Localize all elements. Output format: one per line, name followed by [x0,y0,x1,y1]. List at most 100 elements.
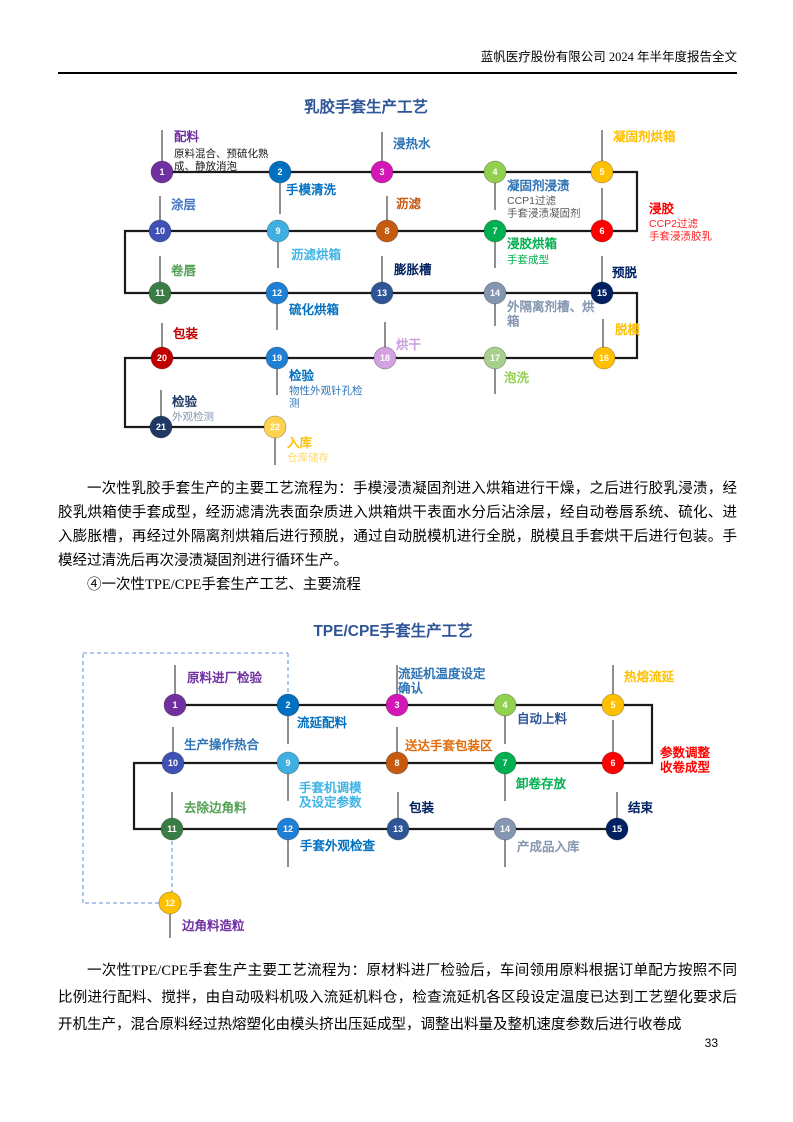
flow-step-label: 入库 [287,435,313,450]
flow-node-number: 11 [167,824,177,834]
flow-node-number: 12 [283,824,293,834]
flow-node [493,751,517,775]
flow-step-label: 膨胀槽 [393,262,432,277]
flow-step-sublabel: 成、静放消泡 [174,160,237,173]
flow-step-sublabel: 物性外观针孔检 [289,384,363,397]
flow-step-label: 送达手套包装区 [404,738,493,753]
flow-node [150,346,174,370]
flow-node-number: 6 [599,226,604,236]
report-header-text: 蓝帆医疗股份有限公司 2024 年半年度报告全文 [480,50,737,64]
flow-node-number: 19 [272,353,282,363]
flow-step-label: 手模清洗 [286,182,337,197]
flow-node-number: 2 [277,167,282,177]
flow-node [493,693,517,717]
flow-step-label: 热熔流延 [624,669,675,684]
flow-node [163,693,187,717]
flow-node-number: 5 [599,167,604,177]
flow-step-label: 边角料造粒 [181,918,245,933]
flow-node [148,219,172,243]
flow-step-label: 手套外观检查 [300,838,376,853]
report-header: 蓝帆医疗股份有限公司 2024 年半年度报告全文 [58,46,737,74]
flow-node [493,817,517,841]
flow-step-label: 原料进厂检验 [187,670,263,685]
tpe-section-heading: ④一次性TPE/CPE手套生产工艺、主要流程 [87,577,361,593]
flow-node [385,693,409,717]
flow-node-number: 1 [159,167,164,177]
flow-step-sublabel: CCP2过滤 [649,217,699,230]
flow-node-number: 7 [502,758,507,768]
flow-node [483,346,507,370]
flow-step-label: 及设定参数 [299,795,362,810]
flow-step-label: 确认 [398,681,424,696]
flow-node-number: 11 [155,288,165,298]
flow-node [601,751,625,775]
flow-node [150,160,174,184]
flow-node-number: 17 [490,353,500,363]
flow-step-label: 参数调整 [660,745,711,760]
flow-step-label: 凝固剂烘箱 [613,129,676,144]
flow-node-number: 15 [612,824,622,834]
flow-step-label: 烘干 [396,337,422,352]
flow-node-number: 12 [272,288,282,298]
flow-node-number: 2 [285,700,290,710]
tpe-cpe-flowchart: TPE/CPE手套生产工艺1原料进厂检验2流延配料3流延机温度设定确认4自动上料… [82,621,711,938]
flow-step-label: 凝固剂浸渍 [507,178,570,193]
flow-node-number: 5 [610,700,615,710]
flow-node-number: 8 [384,226,389,236]
flow-node [373,346,397,370]
flow-step-label: 配料 [174,129,200,144]
flow-step-label: 检验 [172,394,198,409]
flow-node [590,219,614,243]
flow-step-sublabel: CCP1过滤 [507,194,557,207]
flow-node [483,219,507,243]
flow-node [263,415,287,439]
flow-node [158,891,182,915]
flow-step-label: 生产操作热合 [184,737,260,752]
flow-step-sublabel: 外观检测 [172,410,214,423]
flow-step-label: 包装 [408,800,435,815]
tpe-process-paragraph: 一次性TPE/CPE手套生产主要工艺流程为：原材料进厂检验后，车间领用原料根据订… [58,963,737,1033]
flow-step-label: 沥滤烘箱 [291,247,342,262]
flow-node-number: 22 [270,422,280,432]
flow-node [148,281,172,305]
flow-node-number: 4 [502,700,507,710]
flow-step-label: 外隔离剂槽、烘 [506,299,595,314]
flow-node-number: 8 [394,758,399,768]
flow-step-sublabel: 手套成型 [507,253,549,266]
flow-step-label: 检验 [289,368,315,383]
flow-node [266,219,290,243]
page-number: 33 [704,1036,718,1050]
flow-step-label: 浸热水 [393,136,431,151]
flow-node-number: 1 [172,700,177,710]
flow-node-number: 10 [155,226,165,236]
flow-node-number: 14 [500,824,510,834]
flow-step-label: 自动上料 [517,711,568,726]
flow-step-label: 预脱 [612,265,638,280]
flow-node [592,346,616,370]
flow-step-label: 浸胶烘箱 [507,236,558,251]
flow-step-label: 结束 [628,800,654,815]
flow-step-label: 去除边角料 [184,800,247,815]
flow-node-number: 13 [393,824,403,834]
flow-step-label: 流延配料 [297,715,348,730]
flow-node-number: 12 [165,898,175,908]
flowchart-title: 乳胶手套生产工艺 [304,97,428,116]
flow-node-number: 9 [275,226,280,236]
flow-step-sublabel: 测 [289,397,300,410]
flow-node-number: 15 [597,288,607,298]
flowchart-title: TPE/CPE手套生产工艺 [313,621,472,640]
flow-node [605,817,629,841]
flow-node-number: 3 [379,167,384,177]
flow-node [276,817,300,841]
flow-step-sublabel: 手套浸渍凝固剂 [507,207,581,220]
flow-step-label: 沥滤 [396,196,422,211]
flow-node [375,219,399,243]
flow-step-label: 产成品入库 [517,839,580,854]
flow-step-sublabel: 仓库储存 [287,451,329,464]
flow-step-label: 流延机温度设定 [398,666,486,681]
flow-node-number: 14 [490,288,500,298]
flow-node [276,751,300,775]
flow-node [385,751,409,775]
